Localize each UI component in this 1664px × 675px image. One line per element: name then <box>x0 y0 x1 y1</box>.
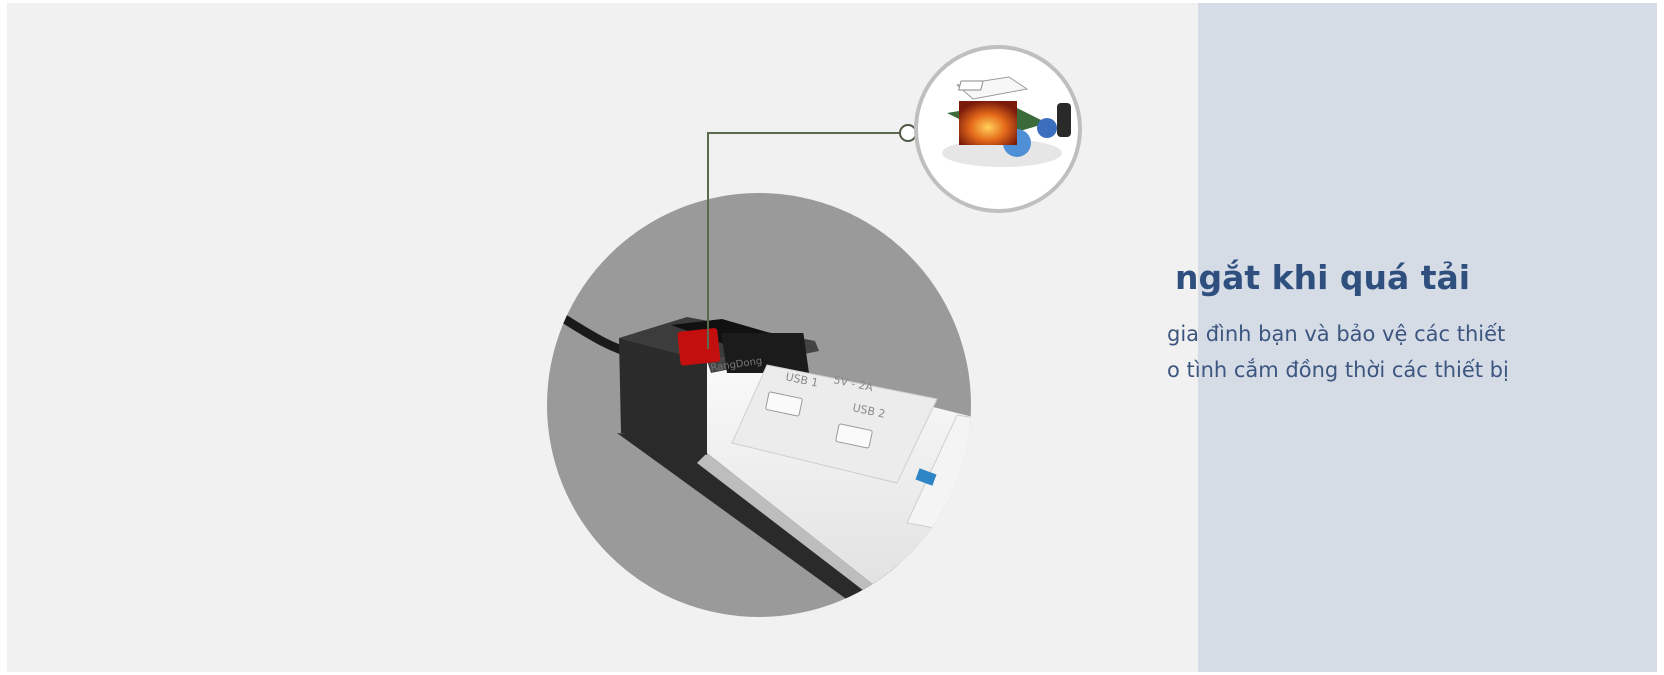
feature-title: ngắt khi quá tải <box>1175 258 1471 297</box>
feature-text-panel <box>1198 3 1657 672</box>
overload-fuse <box>959 101 1017 145</box>
feature-description-line-1: gia đình bạn và bảo vệ các thiết <box>1167 322 1506 346</box>
feature-section: RangDong 5V - 2A USB 1 USB 2 <box>7 3 1657 672</box>
usb-port-2 <box>835 423 873 449</box>
zoom-circle: RangDong 5V - 2A USB 1 USB 2 <box>547 193 971 617</box>
feature-description-line-2: o tình cắm đồng thời các thiết bị <box>1167 358 1509 382</box>
usb-port-1 <box>765 391 803 417</box>
feature-description: gia đình bạn và bảo vệ các thiết o tình … <box>1167 316 1657 388</box>
power-strip-illustration: RangDong 5V - 2A USB 1 USB 2 <box>547 45 1082 617</box>
callout-dot <box>899 124 917 142</box>
power-switch <box>677 328 721 366</box>
callout-line <box>707 132 907 349</box>
detail-circle <box>914 45 1082 213</box>
